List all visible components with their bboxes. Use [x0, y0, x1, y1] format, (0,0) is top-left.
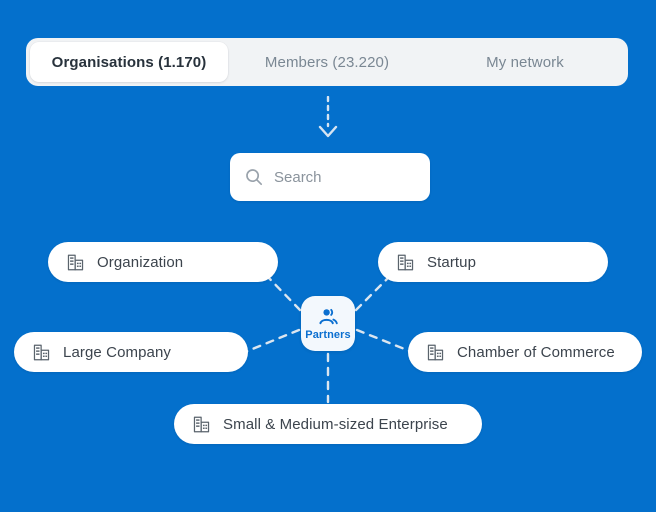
- node-startup[interactable]: Startup: [378, 242, 608, 282]
- node-chamber-of-commerce-label: Chamber of Commerce: [457, 343, 615, 361]
- node-partners-center[interactable]: Partners: [301, 296, 355, 351]
- people-icon: [319, 308, 338, 324]
- building-icon: [427, 344, 444, 360]
- tab-my-network-label: My network: [486, 53, 564, 71]
- tab-bar: Organisations (1.170) Members (23.220) M…: [26, 38, 628, 86]
- search-icon: [246, 169, 263, 186]
- connector-organization: [263, 272, 302, 312]
- connector-large-company: [243, 328, 301, 354]
- tab-members[interactable]: Members (23.220): [228, 42, 426, 82]
- node-small-medium-enterprise[interactable]: Small & Medium-sized Enterprise: [174, 404, 482, 444]
- node-partners-label: Partners: [305, 328, 351, 341]
- node-chamber-of-commerce[interactable]: Chamber of Commerce: [408, 332, 642, 372]
- node-organization-label: Organization: [97, 253, 184, 271]
- node-large-company-label: Large Company: [63, 343, 172, 361]
- search-input[interactable]: [274, 168, 416, 186]
- search-box[interactable]: [230, 153, 430, 201]
- tab-members-label: Members (23.220): [264, 53, 390, 71]
- arrow-down-dashed-icon: [318, 96, 338, 138]
- building-icon: [397, 254, 414, 270]
- building-icon: [193, 416, 210, 432]
- building-icon: [33, 344, 50, 360]
- node-organization[interactable]: Organization: [48, 242, 278, 282]
- tab-my-network[interactable]: My network: [426, 42, 624, 82]
- tab-organisations-label: Organisations (1.170): [51, 53, 207, 71]
- tab-organisations[interactable]: Organisations (1.170): [30, 42, 228, 82]
- node-small-medium-enterprise-label: Small & Medium-sized Enterprise: [223, 415, 448, 433]
- building-icon: [67, 254, 84, 270]
- connector-startup: [354, 272, 394, 312]
- node-startup-label: Startup: [427, 253, 477, 271]
- node-large-company[interactable]: Large Company: [14, 332, 248, 372]
- connector-chamber-of-commerce: [355, 328, 414, 354]
